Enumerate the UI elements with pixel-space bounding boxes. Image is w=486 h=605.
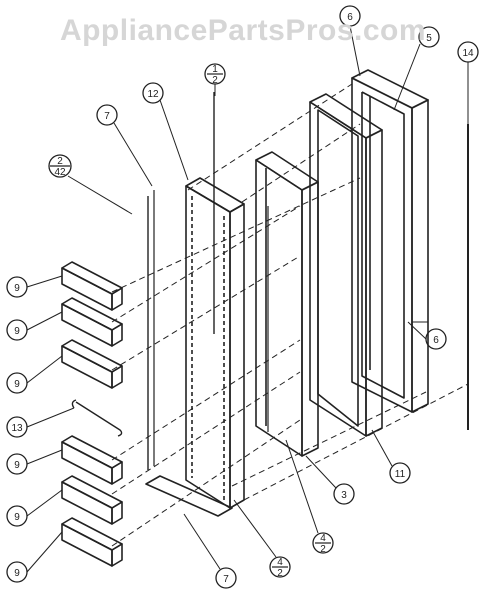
callout-5: 5 bbox=[426, 33, 432, 44]
callout-9-f: 9 bbox=[14, 568, 20, 579]
door-panel-3 bbox=[255, 151, 319, 457]
door-bin-3 bbox=[61, 339, 123, 389]
callout-9-b: 9 bbox=[14, 326, 20, 337]
door-liner-12 bbox=[185, 177, 245, 509]
door-bin-5 bbox=[61, 475, 123, 525]
callout-7-top: 7 bbox=[104, 111, 110, 122]
fraction-bars bbox=[50, 73, 331, 568]
door-bin-1 bbox=[61, 261, 123, 311]
fraction-d-top: 4 bbox=[277, 557, 283, 568]
door-bin-4 bbox=[61, 435, 123, 485]
callout-11: 11 bbox=[395, 469, 406, 480]
callout-9-c: 9 bbox=[14, 379, 20, 390]
bottom-tray bbox=[145, 475, 233, 517]
fraction-b-top: 2 bbox=[57, 156, 63, 167]
bracket-13 bbox=[71, 399, 123, 437]
fraction-d-bottom: 2 bbox=[277, 568, 283, 579]
callout-leaders bbox=[26, 25, 469, 573]
fraction-c-top: 4 bbox=[320, 533, 326, 544]
callout-labels: 6 5 14 12 7 1 2 2 42 9 9 9 13 9 9 9 6 11… bbox=[11, 12, 474, 585]
door-bin-2 bbox=[61, 297, 123, 347]
callout-9-d: 9 bbox=[14, 460, 20, 471]
callout-9-a: 9 bbox=[14, 283, 20, 294]
callout-6-top: 6 bbox=[347, 12, 353, 23]
watermark: AppliancePartsPros.com bbox=[59, 14, 427, 47]
callout-12: 12 bbox=[147, 89, 159, 100]
fraction-b-bottom: 42 bbox=[54, 167, 66, 178]
callout-7-bottom: 7 bbox=[223, 574, 229, 585]
callout-9-e: 9 bbox=[14, 512, 20, 523]
fraction-a-top: 1 bbox=[212, 64, 218, 75]
door-bin-6 bbox=[61, 517, 123, 567]
callout-13: 13 bbox=[11, 423, 23, 434]
fraction-a-bottom: 2 bbox=[212, 75, 218, 86]
fraction-c-bottom: 2 bbox=[320, 544, 326, 555]
leader-lines bbox=[111, 83, 469, 547]
callout-14: 14 bbox=[462, 48, 474, 59]
callout-3: 3 bbox=[341, 490, 347, 501]
outer-door-frame bbox=[351, 69, 429, 413]
callout-6-right: 6 bbox=[433, 335, 439, 346]
door-gasket-11 bbox=[309, 93, 383, 437]
